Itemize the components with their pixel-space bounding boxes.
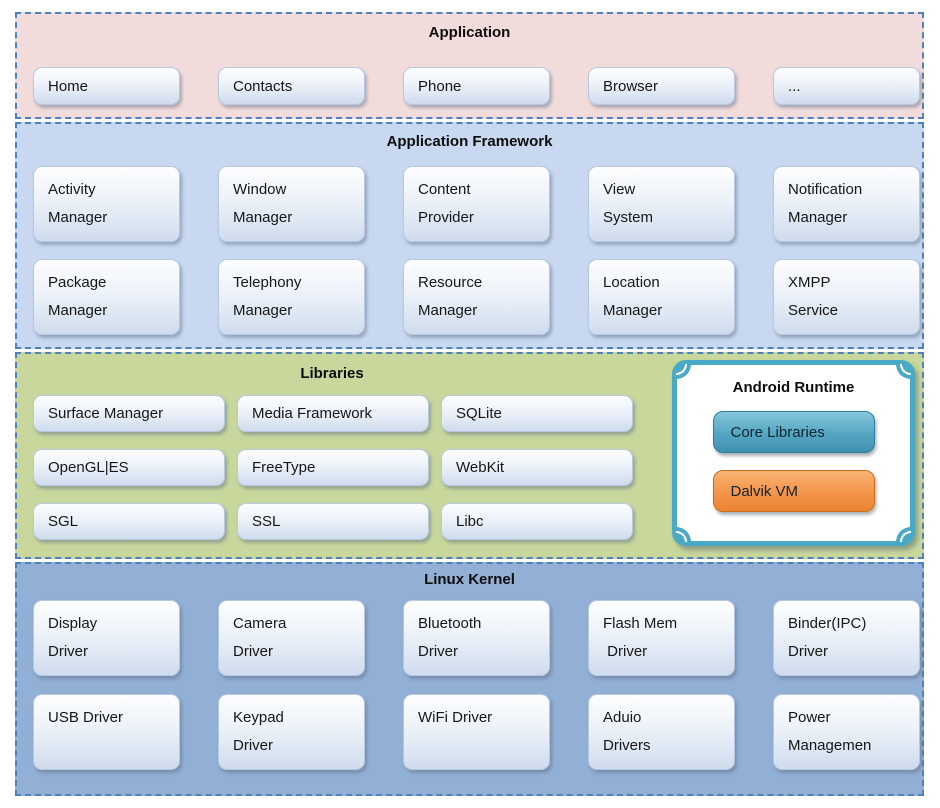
plaque-corner-icon bbox=[676, 526, 692, 542]
block-webkit: WebKit bbox=[441, 449, 633, 486]
block-wifi-driver: WiFi Driver bbox=[403, 694, 550, 770]
plaque-corner-icon bbox=[895, 526, 911, 542]
block-sgl: SGL bbox=[33, 503, 225, 540]
application-grid: Home Contacts Phone Browser ... bbox=[17, 67, 922, 105]
application-title: Application bbox=[428, 24, 511, 41]
block-home: Home bbox=[33, 67, 180, 105]
block-media-framework: Media Framework bbox=[237, 395, 429, 432]
block-binder-ipc-driver: Binder(IPC)Driver bbox=[773, 600, 920, 676]
block-phone: Phone bbox=[403, 67, 550, 105]
block-contacts: Contacts bbox=[218, 67, 365, 105]
block-libc: Libc bbox=[441, 503, 633, 540]
block-dalvik-vm: Dalvik VM bbox=[712, 470, 875, 512]
block-ssl: SSL bbox=[237, 503, 429, 540]
plaque-corner-icon bbox=[895, 364, 911, 380]
android-runtime-title: Android Runtime bbox=[732, 379, 855, 396]
block-opengl-es: OpenGL|ES bbox=[33, 449, 225, 486]
block-sqlite: SQLite bbox=[441, 395, 633, 432]
plaque-corner-icon bbox=[676, 364, 692, 380]
section-application: Application Home Contacts Phone Browser … bbox=[15, 12, 924, 119]
block-ellipsis: ... bbox=[773, 67, 920, 105]
application-framework-title: Application Framework bbox=[386, 133, 553, 150]
block-surface-manager: Surface Manager bbox=[33, 395, 225, 432]
section-libraries: Libraries Surface Manager Media Framewor… bbox=[15, 352, 924, 559]
block-usb-driver: USB Driver bbox=[33, 694, 180, 770]
libraries-title: Libraries bbox=[300, 365, 364, 382]
block-browser: Browser bbox=[588, 67, 735, 105]
linux-kernel-title: Linux Kernel bbox=[424, 571, 515, 588]
block-freetype: FreeType bbox=[237, 449, 429, 486]
android-runtime-panel: Android Runtime Core Libraries Dalvik VM bbox=[672, 360, 915, 546]
libraries-grid: Surface Manager Media Framework SQLite O… bbox=[17, 395, 922, 540]
block-core-libraries: Core Libraries bbox=[712, 411, 875, 453]
block-flash-mem-driver: Flash Mem Driver bbox=[588, 600, 735, 676]
